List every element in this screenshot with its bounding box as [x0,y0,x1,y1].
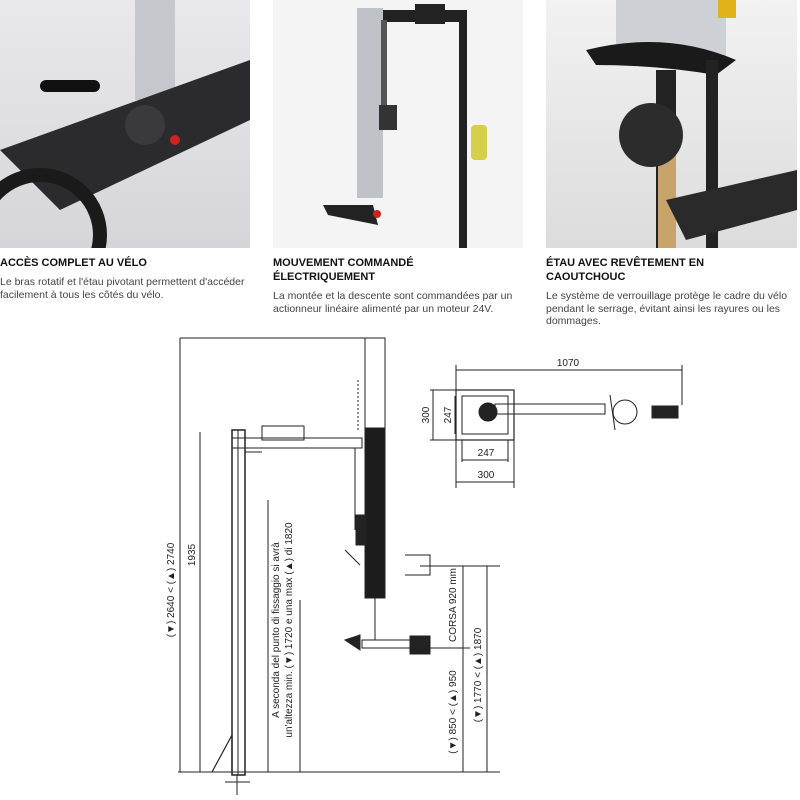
feature-text: La montée et la descente sont commandées… [273,290,513,315]
dim-plate-inner-v: 247 [443,406,454,423]
feature-text: Le système de verrouillage protège le ca… [546,290,788,327]
dim-plate-outer-h: 300 [478,470,495,481]
photo-electric-stand [273,0,523,248]
feature-title: ACCÈS COMPLET AU VÉLO [0,257,147,269]
feature-rubber-clamp: ÉTAU AVEC REVÊTEMENT EN CAOUTCHOUC Le sy… [546,256,800,328]
photo-rubber-clamp [546,0,797,248]
feature-title: MOUVEMENT COMMANDÉ ÉLECTRIQUEMENT [273,257,414,283]
dim-column-height: 1935 [187,543,198,566]
dim-arm-length: 1070 [557,358,580,369]
feature-text: Le bras rotatif et l'étau pivotant perme… [0,276,245,301]
dim-plate-inner-h: 247 [478,448,495,459]
dim-plate-outer-v: 300 [421,406,432,423]
feature-full-access: ACCÈS COMPLET AU VÉLO Le bras rotatif et… [0,256,250,301]
dim-stroke: CORSA 920 mm [448,568,459,642]
dim-total-height: (▼) 2640 < (▲) 2740 [166,542,177,637]
note-line-1: A seconda del punto di fissaggio si avrà [271,542,282,718]
dim-arm-height: (▼) 1770 < (▲) 1870 [473,627,484,722]
photo-bike-rotating-arm [0,0,250,248]
note-line-2: un'altezza min. (▼) 1720 e una max (▲) d… [284,522,295,738]
feature-electric-movement: MOUVEMENT COMMANDÉ ÉLECTRIQUEMENT La mon… [273,256,523,315]
feature-title: ÉTAU AVEC REVÊTEMENT EN CAOUTCHOUC [546,257,705,283]
dim-clamp-height: (▼) 850 < (▲) 950 [448,670,459,754]
